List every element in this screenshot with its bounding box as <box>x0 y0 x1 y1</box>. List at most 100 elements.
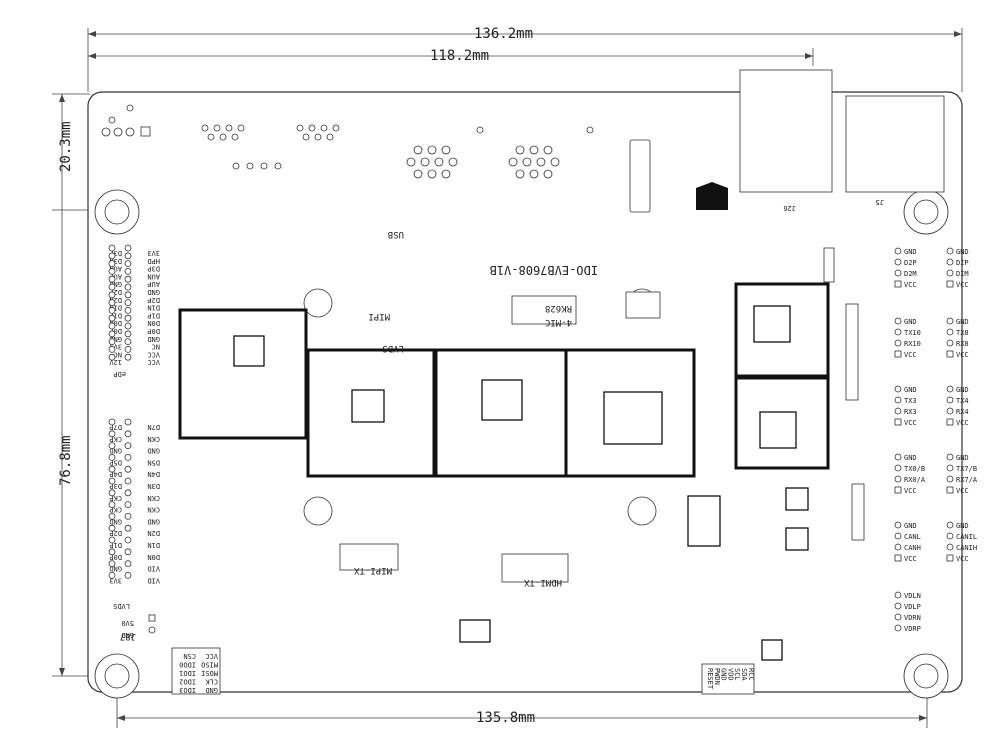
hdmi-tx-label: HDMI-TX <box>523 577 562 587</box>
right-pin-pad <box>946 453 954 461</box>
edp-pins-left: 3V3HPDD3PAUNAUPGNDD2PD1ND1PD0ND0PGNDNCVC… <box>124 244 160 366</box>
right-pin-label: D2M <box>904 270 917 278</box>
dim-left-top: 20.3mm <box>58 121 74 172</box>
right-pin-pad <box>946 317 954 325</box>
j26-label: J26 <box>783 204 796 212</box>
edp-pin-label-left: HPD <box>147 257 160 265</box>
j86-pin-label: SCL <box>733 668 741 681</box>
video-pin-label: VDLN <box>904 592 921 600</box>
lvds-pin-label-right: D3P <box>109 482 122 490</box>
j86-pin-label: PWDN <box>713 668 721 685</box>
j87-label: J87 <box>120 631 136 641</box>
edp-pin-label-left: D1N <box>147 304 160 312</box>
lvds-pin-pad <box>108 489 116 497</box>
mic-label: 4-MIC <box>545 317 572 327</box>
edp-pin-pad <box>124 353 132 361</box>
j5-label: J5 <box>876 198 884 206</box>
spi-label: GND <box>205 686 218 694</box>
lvds-pin-pad <box>108 572 116 579</box>
lvds-pin-pad <box>108 548 116 556</box>
lvds-pin-pad <box>108 536 116 544</box>
right-pin-label-far: GND <box>956 522 969 530</box>
lvds-pin-label-left: D5N <box>147 458 160 466</box>
right-pin-label-far: RX4 <box>956 408 969 416</box>
j87-pin-pad <box>148 614 156 622</box>
lvds-pin-pad <box>108 524 116 532</box>
lvds-pin-pad <box>124 536 132 544</box>
lvds-pin-pad <box>108 453 116 461</box>
j87-pin-label: GND <box>121 631 134 639</box>
right-pin-pad <box>894 328 902 336</box>
lvds-pin-label-right: D1P <box>109 541 122 549</box>
edp-pin-pad <box>124 330 132 338</box>
right-pin-pad <box>894 543 902 551</box>
lvds-pin-label-left: CKN <box>147 494 160 502</box>
right-pin-pad <box>946 464 954 472</box>
pcb-board <box>87 91 963 693</box>
video-pin-pad <box>894 624 902 632</box>
right-pin-label-far: VCC <box>956 487 969 495</box>
lvds-pin-pad <box>124 430 132 438</box>
lvds-pin-pad <box>108 513 116 520</box>
edp-pin-label-right: D1P <box>109 311 122 319</box>
lvds-pin-pad <box>108 442 116 450</box>
right-pin-label-far: CANIH <box>956 544 977 552</box>
lvds-pin-pad <box>124 489 132 497</box>
right-pin-label: TX10 <box>904 329 921 337</box>
spi-label: CSN <box>183 652 196 660</box>
lvds-pin-label-left: VID <box>147 576 160 584</box>
lvds-pin-pad <box>124 524 132 532</box>
lvds-pin-label-left: GND <box>147 447 160 455</box>
right-pin-pad <box>894 418 902 426</box>
lvds-pin-label-right: CKP <box>109 435 122 443</box>
edp-pin-label-left: VCC <box>147 350 160 358</box>
right-pin-pad <box>894 247 902 255</box>
lvds-pin-label-right: D7P <box>109 423 122 431</box>
edp-pin-pad <box>108 244 116 252</box>
right-pin-label: VCC <box>904 351 917 359</box>
right-pin-label: GND <box>904 522 917 530</box>
mounting-holes <box>94 189 949 699</box>
edp-pin-pad <box>108 330 116 338</box>
lvds-pins-left: D7NCKNGNDD5ND4ND3NCKNCKNGNDD2ND1ND0NVIDV… <box>124 418 160 584</box>
edp-pin-pad <box>108 345 116 353</box>
right-pin-label: VCC <box>904 281 917 289</box>
lvds-pin-label-left: D3N <box>147 482 160 490</box>
lvds-pin-label-left: CKN <box>147 506 160 514</box>
dim-top-outer: 136.2mm <box>474 26 533 42</box>
mipi-top-label: MIPI <box>368 311 390 321</box>
edp-pin-pad <box>108 353 116 361</box>
lvds-pin-label-left: D1N <box>147 541 160 549</box>
edp-pin-pad <box>108 275 116 283</box>
edp-pin-label-left: NC <box>152 343 160 351</box>
edp-pin-pad <box>124 306 132 314</box>
video-pin-pad <box>894 602 902 610</box>
edp-pin-pad <box>124 283 132 291</box>
lvds-pin-label-right: CKP <box>109 506 122 514</box>
spi-label: MISO <box>201 661 218 669</box>
right-pin-pad <box>946 258 954 266</box>
edp-pin-pad <box>108 338 116 346</box>
lvds-pin-label-right: D5P <box>109 458 122 466</box>
right-pin-pad <box>946 543 954 551</box>
lvds-pin-pad <box>124 501 132 509</box>
edp-pin-label-left: VCC <box>147 358 160 366</box>
right-pin-label-far: TX7/B <box>956 465 977 473</box>
right-pin-label: VCC <box>904 487 917 495</box>
edp-pin-label-left: D0N <box>147 319 160 327</box>
right-pin-pad <box>946 521 954 529</box>
spi-box <box>171 647 221 695</box>
right-pin-label: RX0/A <box>904 476 926 484</box>
right-pin-pad <box>894 407 902 415</box>
chip-modules <box>178 282 830 661</box>
right-pin-pad <box>894 475 902 483</box>
edp-pin-label-left: GND <box>147 288 160 296</box>
lvds-top-label: LVDS <box>382 343 404 353</box>
right-pin-pad <box>894 269 902 277</box>
edp-pin-label-right: D2N <box>109 296 122 304</box>
edp-pin-label-right: D1N <box>109 304 122 312</box>
